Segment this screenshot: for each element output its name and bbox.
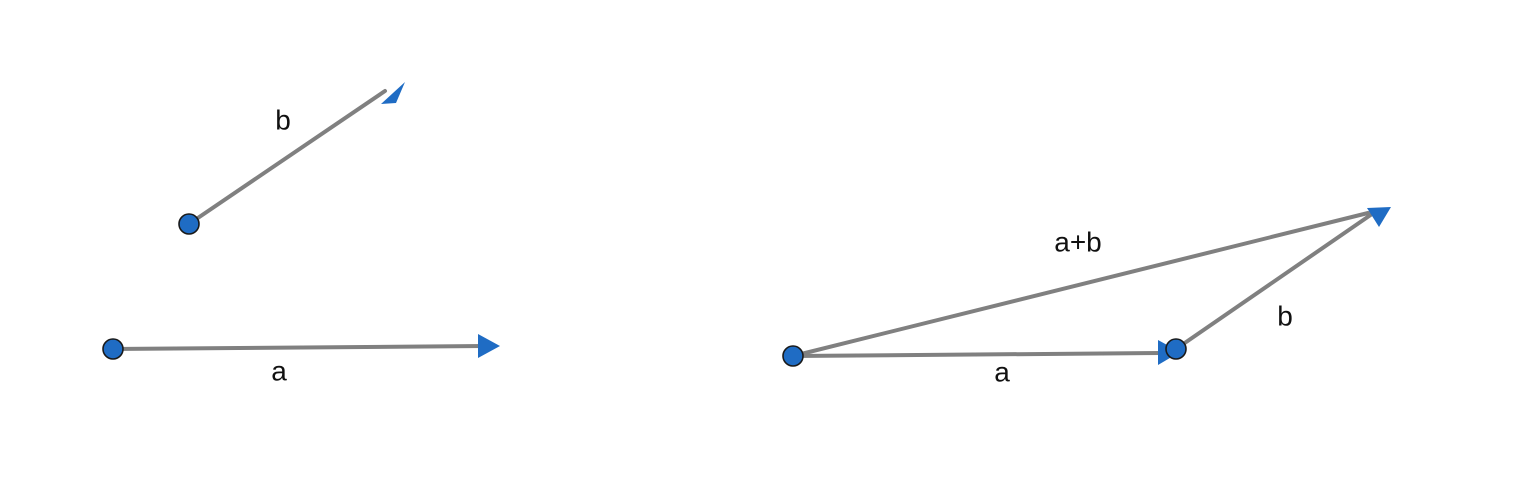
right-vector-sum-label: a+b (1054, 226, 1102, 257)
left-vector-b-label: b (275, 104, 291, 135)
right-vector-b-label: b (1277, 300, 1293, 331)
right-vector-sum-shaft (791, 211, 1370, 358)
left-vector-a-arrowhead (478, 334, 500, 358)
right-vector-b-shaft (1174, 212, 1374, 351)
left-vector-b-tail-point (178, 213, 200, 235)
right-vector-a-label: a (994, 356, 1010, 387)
right-vector-a: a (791, 340, 1180, 387)
left-vector-a-tail-point (102, 338, 124, 360)
right-vector-b-tail-point (1165, 338, 1187, 360)
left-vector-b-shaft (187, 89, 387, 226)
left-vector-a-shaft (111, 344, 486, 351)
right-vector-sum (791, 211, 1370, 358)
right-vector-b: b (1165, 207, 1391, 360)
left-vector-a: a (102, 334, 500, 386)
left-vector-a-label: a (271, 355, 287, 386)
left-vector-b-arrowhead (381, 82, 405, 104)
right-vector-a-shaft (791, 351, 1165, 358)
right-vector-b-arrowhead (1367, 207, 1391, 227)
right-origin-point (782, 345, 804, 367)
left-vector-b: b (178, 82, 405, 235)
